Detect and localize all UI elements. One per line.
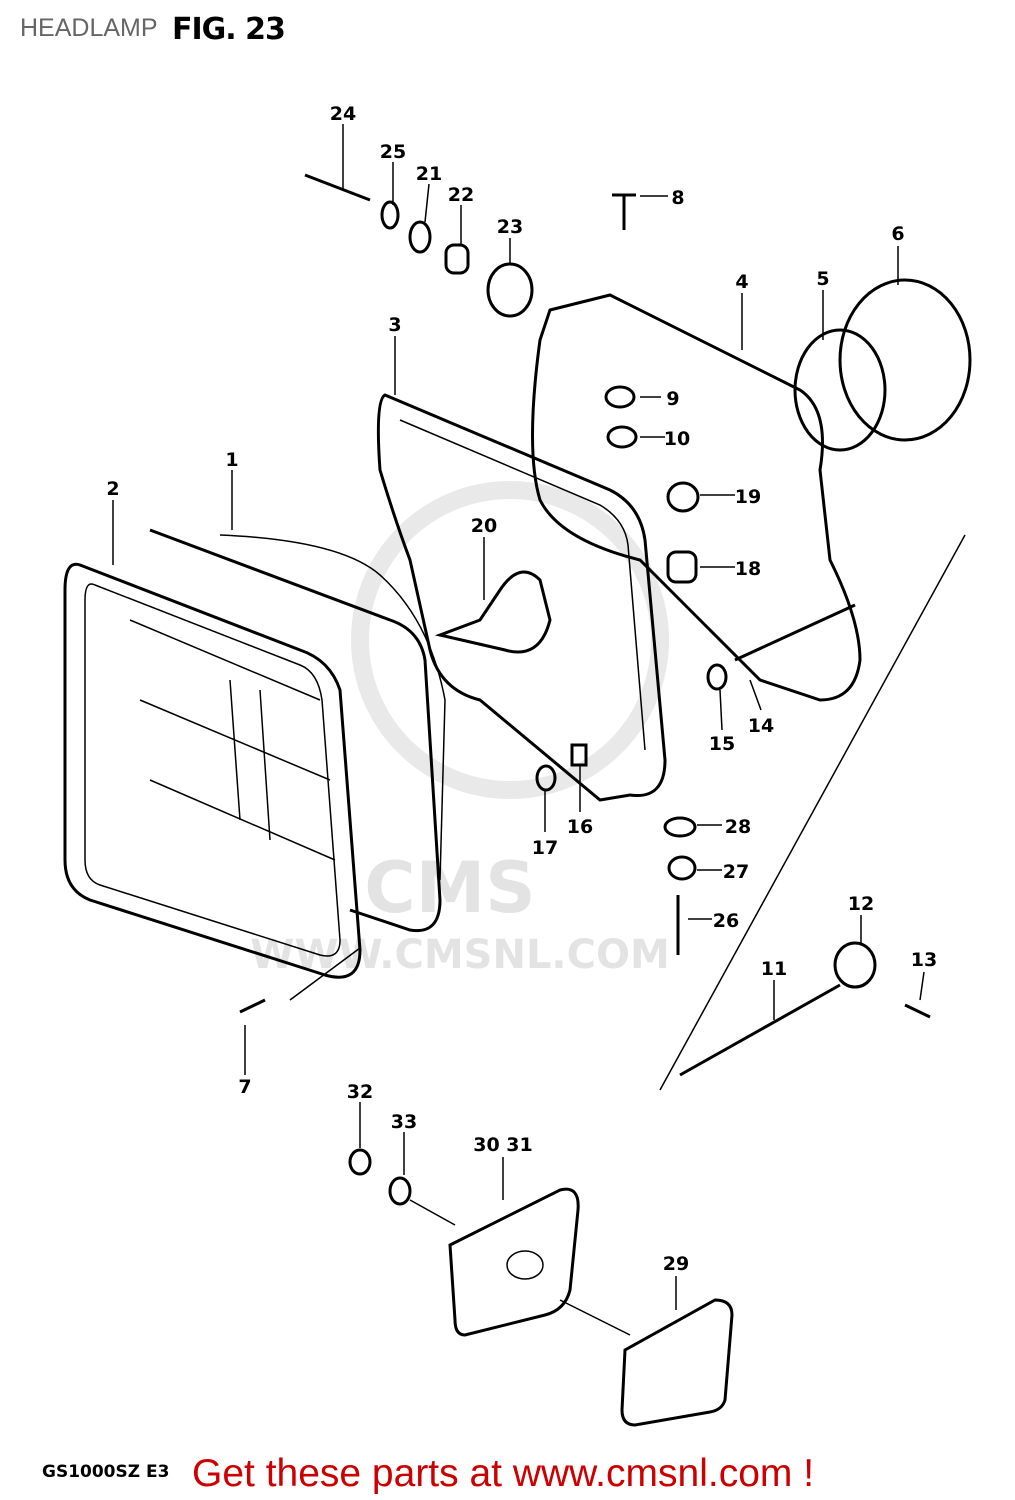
collar-18	[666, 550, 698, 584]
callout-1: 1	[225, 449, 238, 471]
callout-15: 15	[709, 733, 735, 755]
callout-25: 25	[380, 141, 406, 163]
callout-30-31: 30 31	[473, 1134, 533, 1156]
callout-6: 6	[891, 223, 904, 245]
callout-19: 19	[735, 486, 761, 508]
nut-32	[348, 1148, 372, 1176]
headlamp-case	[531, 293, 862, 702]
callout-9: 9	[666, 388, 679, 410]
nut-27	[667, 855, 697, 881]
clip-16	[570, 743, 588, 767]
callout-12: 12	[848, 893, 874, 915]
headlamp-rim	[63, 562, 362, 979]
callout-7: 7	[238, 1076, 251, 1098]
callout-29: 29	[663, 1253, 689, 1275]
screw-13	[904, 1003, 931, 1019]
screw-8	[612, 193, 636, 230]
callout-8: 8	[671, 187, 684, 209]
screw-7	[239, 998, 266, 1014]
socket-cap	[793, 328, 887, 452]
callout-2: 2	[106, 478, 119, 500]
adjuster-nut	[833, 941, 877, 989]
washer-25	[380, 200, 400, 230]
reflector-lens	[620, 1298, 734, 1427]
washer-33	[388, 1176, 412, 1206]
washer-28	[663, 816, 697, 838]
dust-cover	[838, 278, 972, 442]
washer-21	[408, 220, 432, 254]
adjusting-screw	[679, 983, 841, 1077]
callout-21: 21	[416, 163, 442, 185]
callout-32: 32	[347, 1081, 373, 1103]
callout-11: 11	[761, 958, 787, 980]
callout-26: 26	[713, 910, 739, 932]
watermark-brand: CMS	[364, 847, 535, 929]
cushion-19	[666, 481, 700, 513]
callout-10: 10	[664, 428, 690, 450]
nut-17	[535, 764, 557, 792]
reflector-case	[448, 1187, 580, 1337]
callout-33: 33	[391, 1111, 417, 1133]
sealed-beam-unit	[149, 528, 442, 933]
callout-14: 14	[748, 715, 774, 737]
cushion-23	[486, 262, 534, 318]
callout-3: 3	[388, 314, 401, 336]
callout-27: 27	[723, 861, 749, 883]
bolt	[304, 173, 371, 202]
leader-lines	[112, 124, 925, 1336]
nut-10	[606, 425, 638, 449]
headlamp-housing	[376, 393, 667, 802]
callout-4: 4	[735, 271, 748, 293]
callout-18: 18	[735, 558, 761, 580]
washer-15	[706, 663, 728, 691]
spring	[734, 603, 856, 662]
callout-24: 24	[330, 103, 356, 125]
model-label: GS1000SZ E3	[42, 1462, 170, 1482]
callout-22: 22	[448, 184, 474, 206]
collar-22	[444, 243, 470, 275]
callout-13: 13	[911, 949, 937, 971]
callout-20: 20	[471, 515, 497, 537]
figure-label: FIG. 23	[172, 12, 286, 47]
promo-link[interactable]: Get these parts at www.cmsnl.com !	[192, 1452, 815, 1495]
watermark: CMS WWW.CMSNL.COM	[250, 481, 670, 978]
callout-16: 16	[567, 816, 593, 838]
cushion-9	[604, 385, 636, 409]
callout-23: 23	[497, 216, 523, 238]
callout-5: 5	[816, 268, 829, 290]
callout-28: 28	[725, 816, 751, 838]
page-title: HEADLAMP	[20, 14, 158, 42]
callout-17: 17	[532, 837, 558, 859]
bulb	[434, 570, 552, 654]
